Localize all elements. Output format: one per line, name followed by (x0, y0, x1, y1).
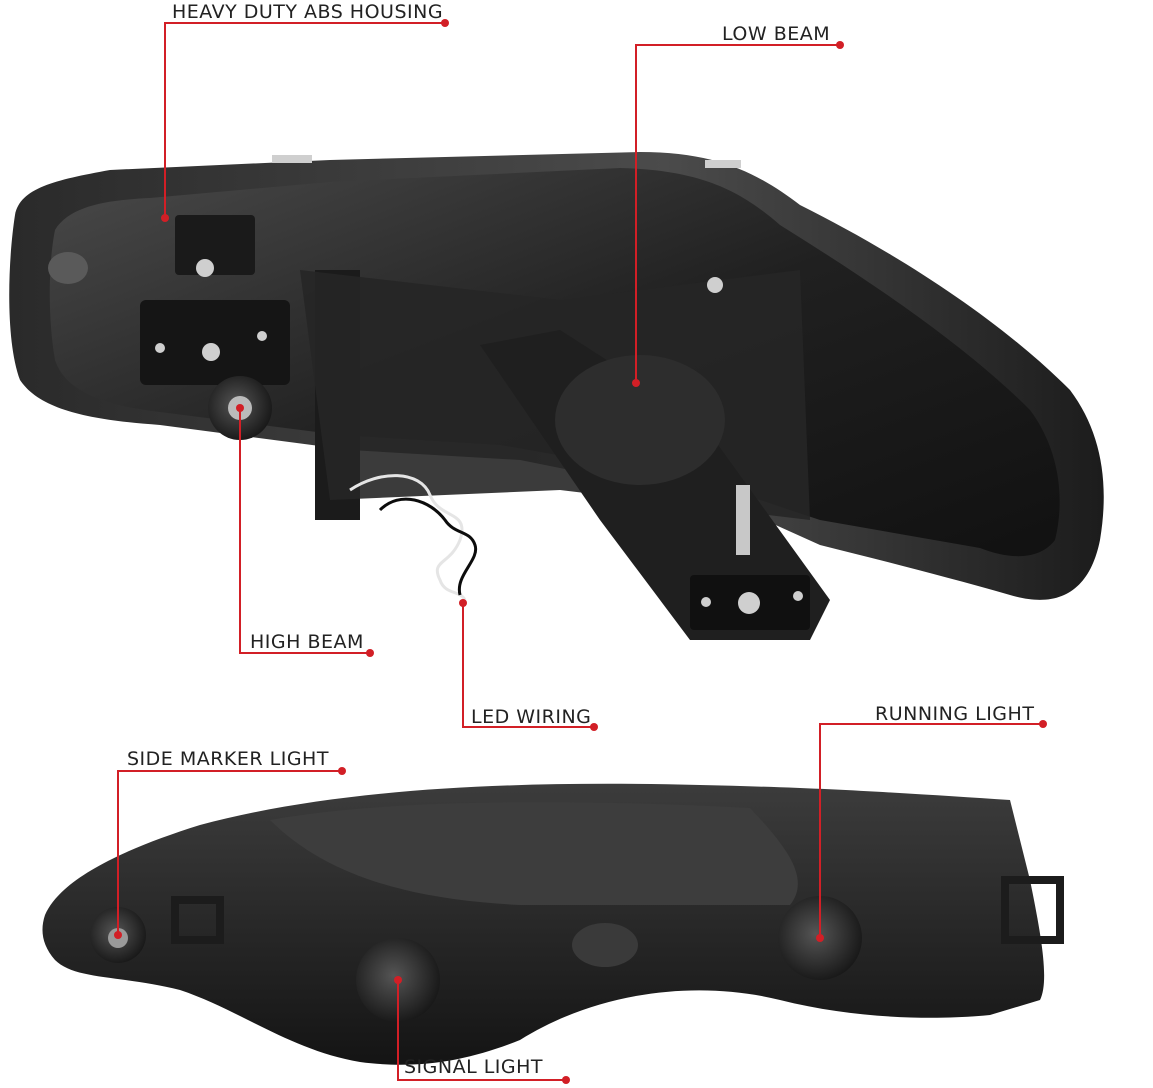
callout-line-abs-housing (164, 22, 445, 218)
callout-dot (459, 599, 467, 607)
label-high-beam: HIGH BEAM (250, 631, 364, 653)
callout-line-high-beam (239, 408, 370, 654)
callout-line-side-marker (117, 770, 342, 935)
led-wire-black (378, 497, 478, 596)
top-clip-right (705, 160, 741, 168)
callout-dot (816, 934, 824, 942)
callout-dot (394, 976, 402, 984)
top-mount-block (175, 215, 255, 275)
callout-line-signal-light (397, 980, 566, 1081)
callout-dot (590, 723, 598, 731)
top-clip-left (272, 155, 312, 163)
callout-line-led-wiring (462, 603, 594, 728)
headlight-corner-window (48, 252, 88, 284)
label-signal-light: SIGNAL LIGHT (404, 1056, 544, 1078)
label-heavy-duty-abs-housing: HEAVY DUTY ABS HOUSING (172, 1, 444, 23)
label-running-light: RUNNING LIGHT (875, 703, 1035, 725)
screw-low-right (793, 591, 803, 601)
callout-dot (441, 19, 449, 27)
corner-tab-left (171, 896, 224, 944)
callout-line-running-light (819, 723, 1043, 938)
callout-dot (236, 404, 244, 412)
headlight-assembly (9, 152, 1104, 640)
low-beam-bulb-cap (555, 355, 725, 485)
screw-low-left (701, 597, 711, 607)
screw-top (196, 259, 214, 277)
callout-dot (1039, 720, 1047, 728)
corner-light-assembly (42, 783, 1064, 1065)
callout-line-low-beam (635, 44, 840, 383)
center-vent (572, 923, 638, 967)
low-beam-adjuster (738, 592, 760, 614)
screw-right (257, 331, 267, 341)
low-beam-bolt (736, 485, 750, 555)
corner-lens-window (270, 802, 798, 905)
callout-lines (117, 22, 1043, 1081)
callout-dot (632, 379, 640, 387)
corner-light-shell (42, 783, 1045, 1065)
callout-dot (366, 649, 374, 657)
screw-frame (707, 277, 723, 293)
callout-dot (562, 1076, 570, 1084)
callout-dot (338, 767, 346, 775)
label-led-wiring: LED WIRING (471, 706, 592, 728)
corner-tab-right (1001, 876, 1064, 944)
callout-dot (161, 214, 169, 222)
screw-left (155, 343, 165, 353)
high-beam-adjuster (202, 343, 220, 361)
callout-dots (114, 19, 1047, 1084)
label-low-beam: LOW BEAM (722, 23, 831, 45)
label-side-marker-light: SIDE MARKER LIGHT (127, 748, 329, 770)
callout-dot (836, 41, 844, 49)
callout-dot (114, 931, 122, 939)
high-beam-bracket (140, 300, 290, 385)
